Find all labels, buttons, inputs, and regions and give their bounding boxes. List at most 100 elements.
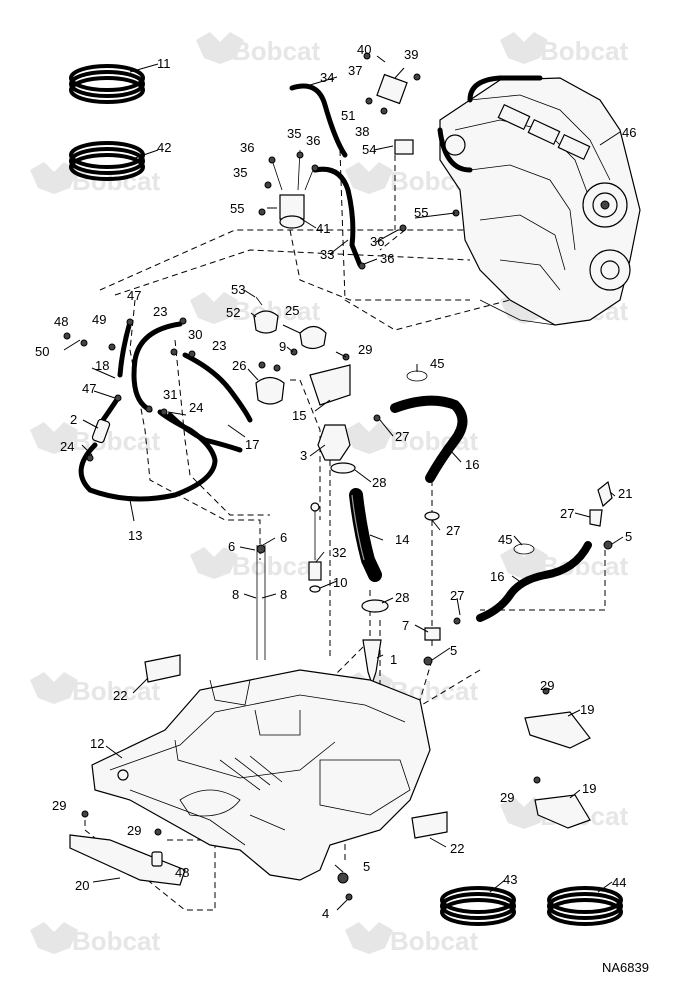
right-hose-parts — [373, 370, 613, 666]
bobcat-logo-icon — [345, 422, 393, 454]
callout-6-right: 6 — [280, 530, 287, 545]
callout-26: 26 — [232, 358, 246, 373]
callout-55-left: 55 — [230, 201, 244, 216]
watermark-text: Bobcat — [390, 926, 478, 956]
callout-15: 15 — [292, 408, 306, 423]
callout-27-right: 27 — [560, 506, 574, 521]
watermark-text: Bobcat — [72, 676, 160, 706]
bobcat-logo-icon — [30, 162, 78, 194]
callout-45-upper: 45 — [430, 356, 444, 371]
bobcat-logo-icon — [30, 922, 78, 954]
pads-and-shields — [69, 654, 591, 901]
watermark-row-8: Bobcat Bobcat — [30, 922, 478, 956]
callout-42: 42 — [157, 140, 171, 155]
callout-24-left: 24 — [60, 439, 74, 454]
coiled-hose-42 — [69, 141, 145, 181]
callout-29-clip: 29 — [127, 823, 141, 838]
callout-30: 30 — [188, 327, 202, 342]
bobcat-logo-icon — [345, 922, 393, 954]
callout-21: 21 — [618, 486, 632, 501]
callout-8-right: 8 — [280, 587, 287, 602]
callout-22-right: 22 — [450, 841, 464, 856]
callout-49: 49 — [92, 312, 106, 327]
callout-7: 7 — [402, 618, 409, 633]
left-hose-system — [63, 317, 253, 502]
callout-4: 4 — [322, 906, 329, 921]
filler-neck-parts — [253, 296, 440, 613]
callout-47-lower: 47 — [82, 381, 96, 396]
watermark-text: Bobcat — [540, 36, 628, 66]
callout-19-upper: 19 — [580, 702, 594, 717]
callout-24-right: 24 — [189, 400, 203, 415]
callout-44: 44 — [612, 875, 626, 890]
callout-10: 10 — [333, 575, 347, 590]
upper-fuel-parts — [258, 52, 460, 270]
sender-parts — [256, 502, 382, 686]
callout-9: 9 — [279, 339, 286, 354]
callout-20: 20 — [75, 878, 89, 893]
callout-5-fitting: 5 — [450, 643, 457, 658]
callout-46: 46 — [622, 125, 636, 140]
callout-16-lower: 16 — [490, 569, 504, 584]
callout-29-shield: 29 — [52, 798, 66, 813]
callout-28-lower: 28 — [395, 590, 409, 605]
callout-45-lower: 45 — [498, 532, 512, 547]
callout-36-bottom: 36 — [380, 251, 394, 266]
fuel-tank — [91, 669, 431, 881]
callout-50: 50 — [35, 344, 49, 359]
callout-51: 51 — [341, 108, 355, 123]
callout-35-lower: 35 — [233, 165, 247, 180]
callout-39: 39 — [404, 47, 418, 62]
bobcat-logo-icon — [196, 32, 244, 64]
callout-labels: 1 2 3 4 5 5 5 6 6 7 8 8 9 10 11 12 13 14… — [35, 42, 636, 921]
callout-53: 53 — [231, 282, 245, 297]
callout-22-left: 22 — [113, 688, 127, 703]
callout-3: 3 — [300, 448, 307, 463]
figure-code: NA6839 — [602, 960, 649, 975]
callout-29-pad-upper: 29 — [540, 678, 554, 693]
bobcat-logo-icon — [30, 672, 78, 704]
callout-12: 12 — [90, 736, 104, 751]
callout-13: 13 — [128, 528, 142, 543]
bobcat-logo-icon — [190, 292, 238, 324]
bobcat-logo-icon — [345, 162, 393, 194]
bobcat-logo-icon — [500, 32, 548, 64]
callout-19-lower: 19 — [582, 781, 596, 796]
callout-17: 17 — [245, 437, 259, 452]
callout-31: 31 — [163, 387, 177, 402]
callout-36-left: 36 — [240, 140, 254, 155]
callout-36-lower: 36 — [370, 234, 384, 249]
coiled-hose-11 — [69, 64, 145, 104]
watermark-text: Bobcat — [72, 926, 160, 956]
callout-34: 34 — [320, 70, 334, 85]
callout-27-middle: 27 — [446, 523, 460, 538]
watermark-row-5: Bobcat Bobcat — [190, 547, 628, 581]
bobcat-logo-icon — [30, 422, 78, 454]
callout-5-right: 5 — [625, 529, 632, 544]
coiled-hose-43 — [440, 886, 516, 926]
callout-1: 1 — [390, 652, 397, 667]
watermark-text: Bobcat — [232, 551, 320, 581]
callout-40: 40 — [357, 42, 371, 57]
engine-assembly — [437, 75, 641, 326]
callout-16-upper: 16 — [465, 457, 479, 472]
callout-38: 38 — [355, 124, 369, 139]
callout-2: 2 — [70, 412, 77, 427]
callout-47-upper: 47 — [127, 288, 141, 303]
bobcat-logo-icon — [190, 547, 238, 579]
bobcat-logo-icon — [500, 547, 548, 579]
callout-6-left: 6 — [228, 539, 235, 554]
callout-52: 52 — [226, 305, 240, 320]
callout-29-pad-lower: 29 — [500, 790, 514, 805]
callout-14: 14 — [395, 532, 409, 547]
callout-48-upper: 48 — [54, 314, 68, 329]
watermark-row-1: Bobcat Bobcat — [196, 32, 628, 66]
callout-27-upper: 27 — [395, 429, 409, 444]
watermark-text: Bobcat — [232, 36, 320, 66]
callout-33: 33 — [320, 247, 334, 262]
callout-23-lower: 23 — [212, 338, 226, 353]
callout-55-right: 55 — [414, 205, 428, 220]
callout-54: 54 — [362, 142, 376, 157]
callout-28-upper: 28 — [372, 475, 386, 490]
